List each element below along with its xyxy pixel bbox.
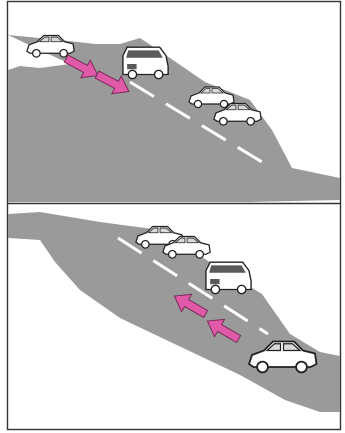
minivan-top [123, 47, 168, 78]
minivan-bottom [206, 262, 251, 294]
